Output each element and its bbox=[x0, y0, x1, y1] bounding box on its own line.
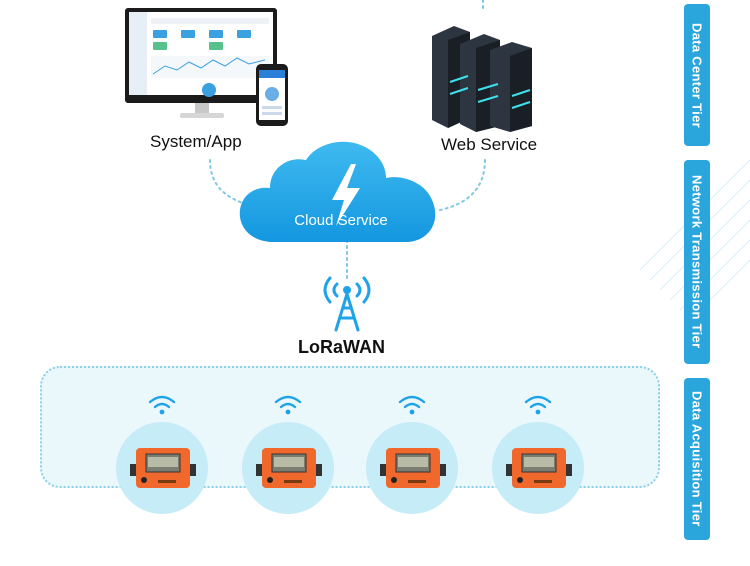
tier-label: Data Acquisition Tier bbox=[689, 391, 705, 527]
water-meter-icon bbox=[380, 448, 446, 488]
water-meter-icon bbox=[256, 448, 322, 488]
web-service-device bbox=[432, 22, 532, 132]
meter-device-1 bbox=[114, 392, 214, 514]
system-app-device bbox=[125, 8, 295, 130]
cloud-service-label: Cloud Service bbox=[294, 212, 388, 229]
wifi-icon bbox=[524, 395, 552, 415]
water-meter-icon bbox=[130, 448, 196, 488]
web-service-label: Web Service bbox=[441, 135, 538, 154]
monitor-icon bbox=[125, 8, 288, 126]
tier-data-acquisition: Data Acquisition Tier bbox=[684, 378, 710, 540]
tier-label: Network Transmission Tier bbox=[689, 175, 705, 349]
system-app-label: System/App bbox=[150, 132, 242, 151]
antenna-icon bbox=[323, 276, 371, 332]
lightning-icon bbox=[332, 164, 360, 226]
wifi-icon bbox=[398, 395, 426, 415]
tier-data-center: Data Center Tier bbox=[684, 4, 710, 146]
tier-label: Data Center Tier bbox=[689, 22, 705, 128]
lorawan-label: LoRaWAN bbox=[298, 337, 385, 357]
server-icon bbox=[432, 26, 532, 132]
wifi-icon bbox=[274, 395, 302, 415]
meter-device-4 bbox=[490, 392, 590, 514]
cloud-icon bbox=[239, 141, 436, 242]
meter-device-2 bbox=[240, 392, 340, 514]
wifi-icon bbox=[148, 395, 176, 415]
tier-network-transmission: Network Transmission Tier bbox=[684, 160, 710, 364]
meter-device-3 bbox=[364, 392, 464, 514]
water-meter-icon bbox=[506, 448, 572, 488]
